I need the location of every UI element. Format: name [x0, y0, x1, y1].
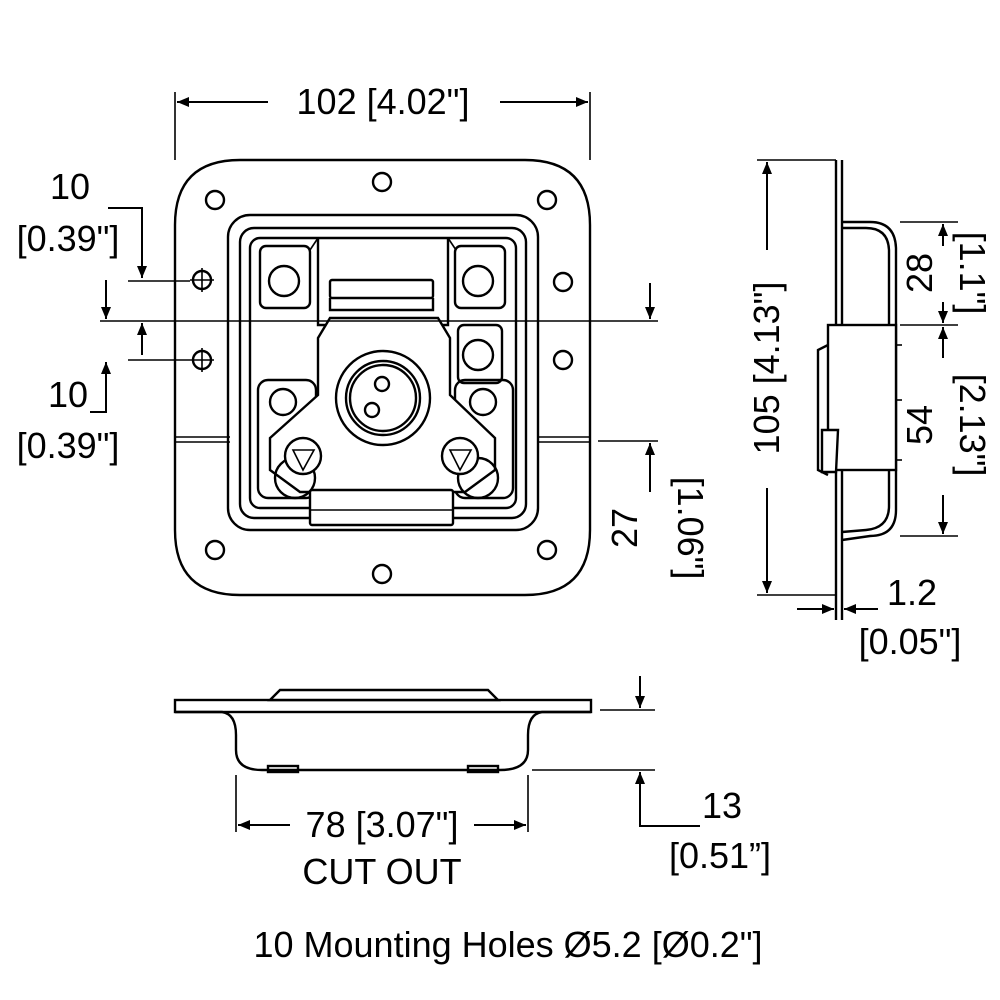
mounting-holes	[190, 171, 574, 585]
dim-hole-offset-bottom-mm: 10	[48, 374, 88, 415]
cutout-label: CUT OUT	[302, 851, 461, 892]
dim-lower-offset-mm: 27	[604, 508, 645, 548]
mounting-holes-note: 10 Mounting Holes Ø5.2 [Ø0.2"]	[253, 924, 762, 965]
side-view-dimensions: 105 [4.13"] 28 [1.1"] 54 [2.13"] 1.2 [0.…	[746, 159, 993, 662]
front-view	[173, 158, 592, 597]
dim-thickness-mm: 1.2	[887, 572, 937, 613]
dim-lower-offset-in: [1.06"]	[670, 477, 711, 580]
bottom-view-dimensions: 78 [3.07"] CUT OUT 13 [0.51”]	[235, 676, 771, 892]
dim-cutout-width: 78 [3.07"]	[306, 804, 459, 845]
dim-overall-height: 105 [4.13"]	[746, 282, 787, 455]
bottom-view	[173, 688, 593, 774]
dim-total-depth-mm: 13	[702, 785, 742, 826]
dim-upper-depth-in: [1.1"]	[952, 232, 993, 315]
dim-total-depth-in: [0.51”]	[669, 835, 771, 876]
dim-lower-depth-mm: 54	[899, 405, 940, 445]
dim-hole-offset-bottom-in: [0.39"]	[17, 425, 120, 466]
dim-hole-offset-top-mm: 10	[50, 166, 90, 207]
dim-thickness-in: [0.05"]	[859, 621, 962, 662]
dim-overall-width: 102 [4.02"]	[297, 81, 470, 122]
dim-upper-depth-mm: 28	[899, 253, 940, 293]
dim-hole-offset-top-in: [0.39"]	[17, 218, 120, 259]
front-view-dimensions: 102 [4.02"] 10 [0.39"] 10 [0.39"] 27 [1.…	[17, 81, 711, 579]
side-view	[816, 160, 902, 620]
dim-lower-depth-in: [2.13"]	[952, 374, 993, 477]
